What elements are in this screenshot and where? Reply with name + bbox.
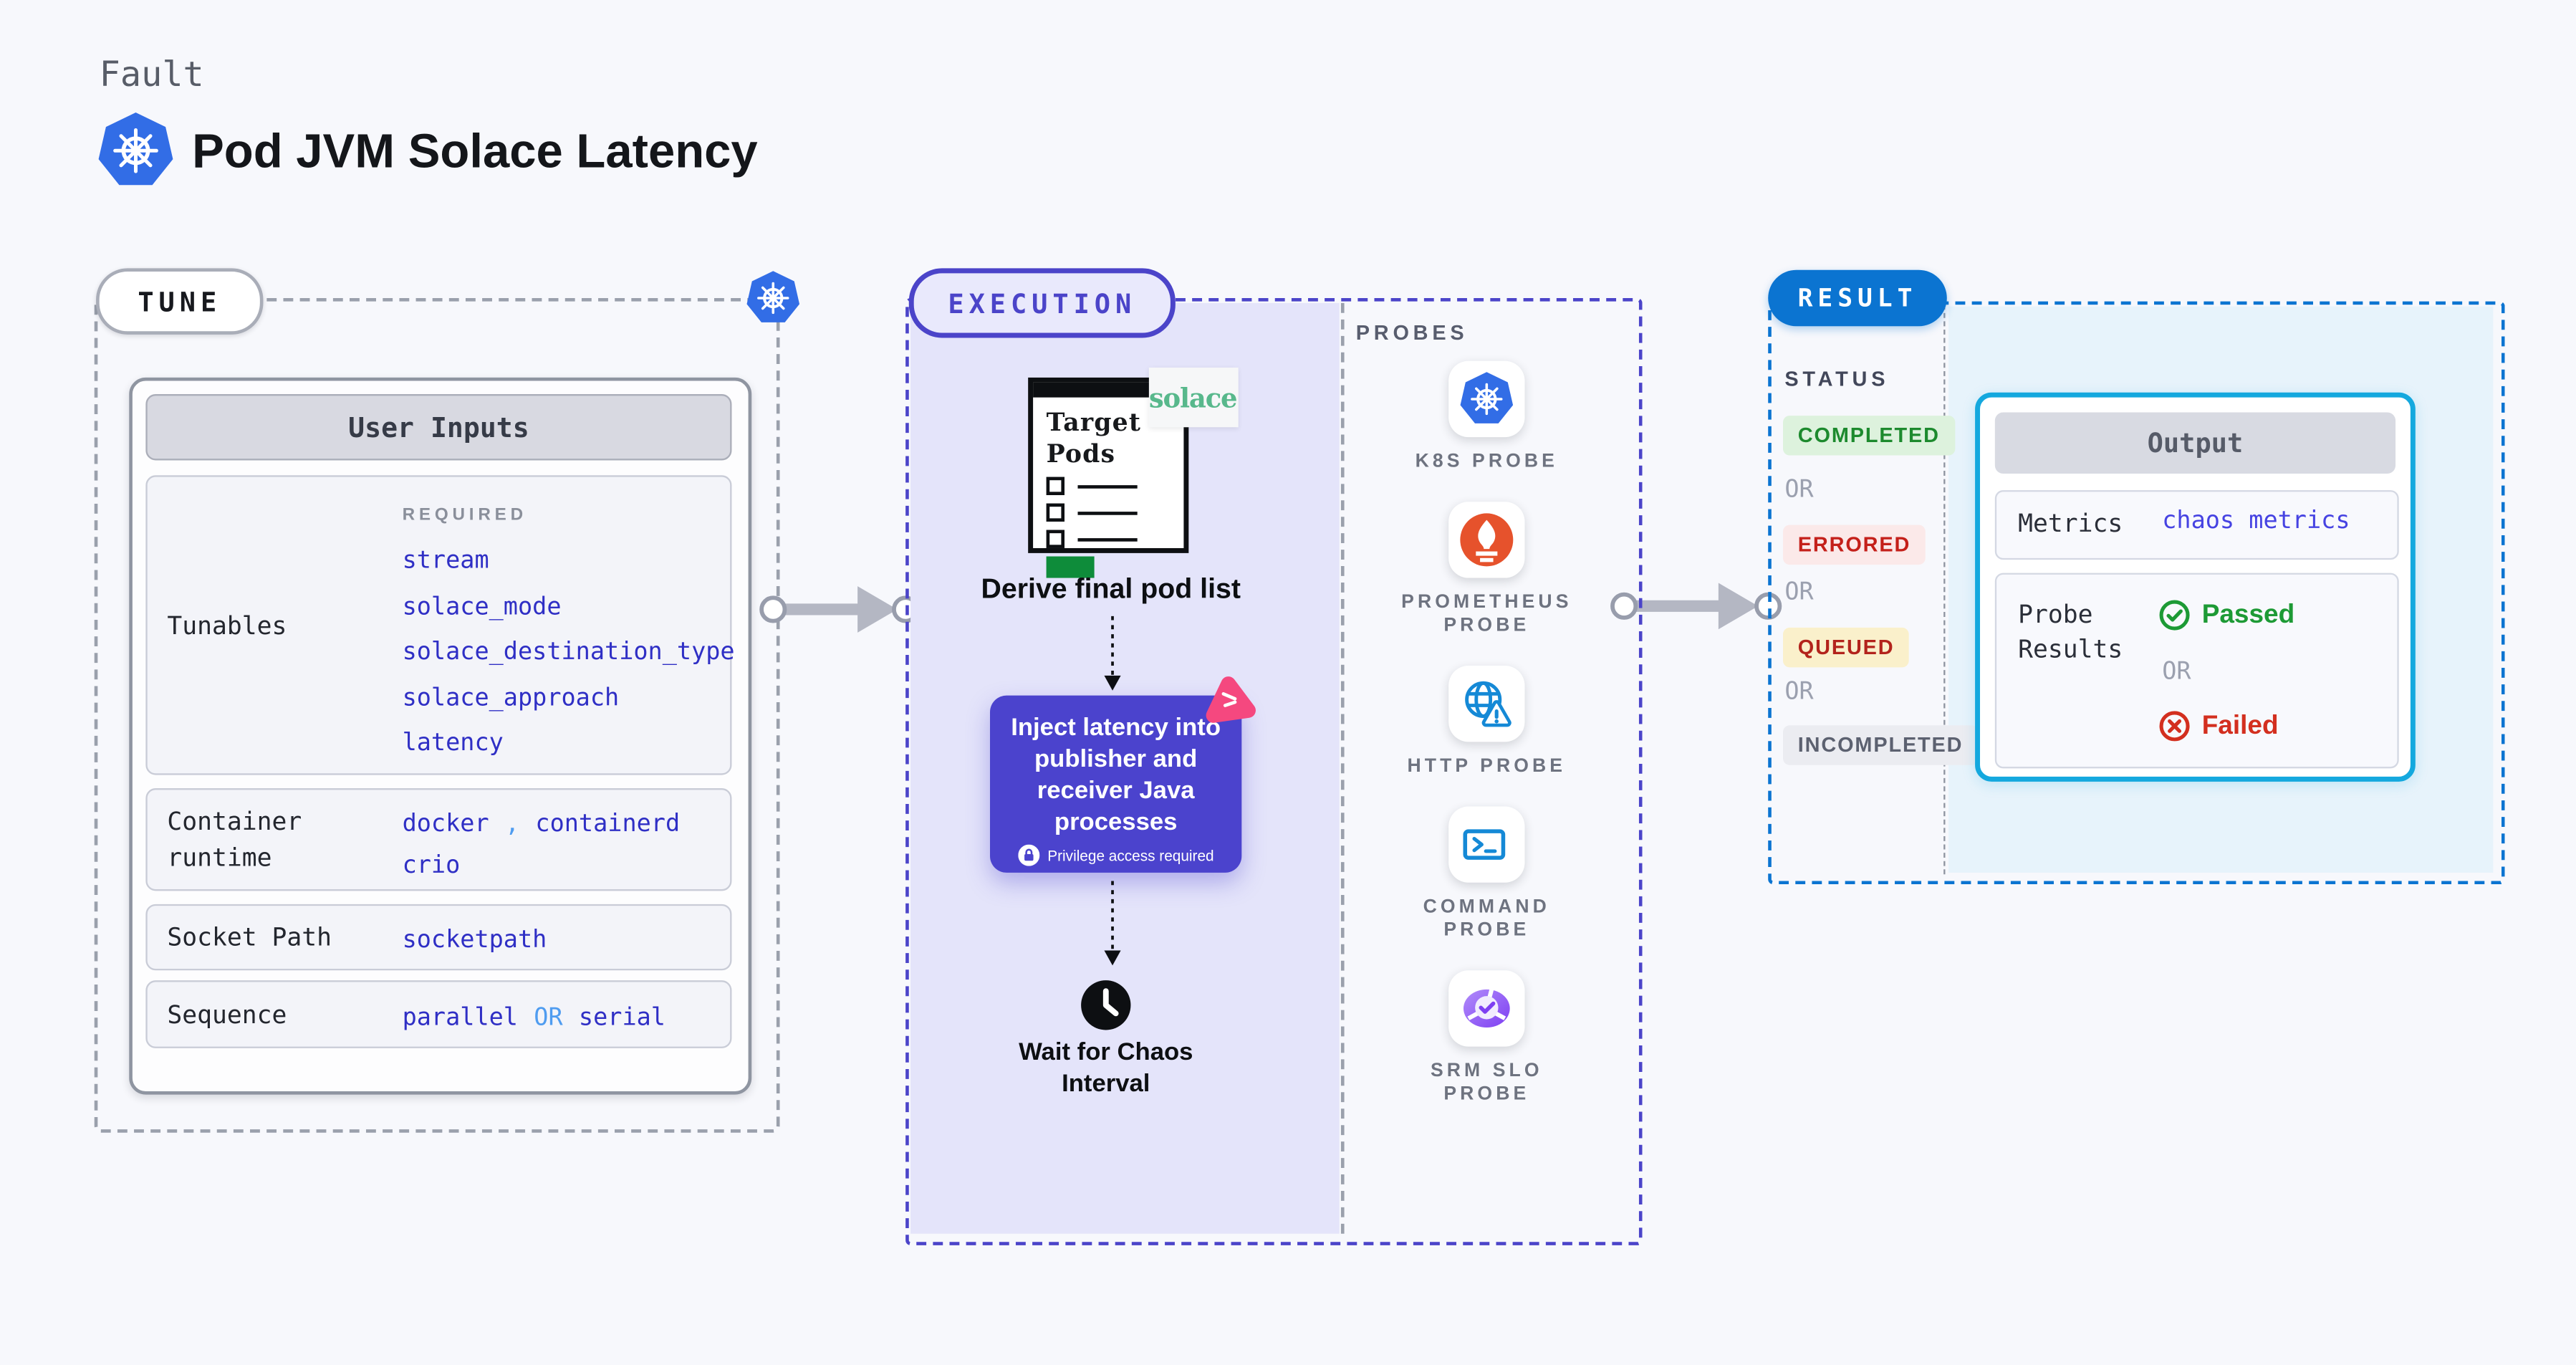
- probe-item-srm-slo: SRM SLO PROBE: [1394, 970, 1580, 1106]
- privilege-note: Privilege access required: [990, 844, 1241, 866]
- probes-section-label: PROBES: [1355, 321, 1469, 345]
- status-or-label: OR: [1784, 579, 1814, 606]
- kubernetes-icon: [745, 270, 802, 327]
- sequence-separator: OR: [534, 1005, 563, 1032]
- probe-or-label: OR: [2162, 658, 2191, 686]
- execution-badge: EXECUTION: [908, 268, 1176, 338]
- probe-results-label: Probe Results: [2018, 599, 2123, 664]
- container-runtime-label: Container runtime: [167, 806, 302, 873]
- metrics-value: chaos metrics: [2162, 508, 2350, 535]
- lock-icon: [1017, 844, 1039, 866]
- derive-pod-list-label: Derive final pod list: [981, 573, 1241, 605]
- container-runtime-values: docker , containerd: [403, 802, 681, 846]
- chaos-experiment-icon: [1206, 676, 1256, 723]
- status-divider: [1943, 305, 1946, 875]
- kubernetes-icon: [1458, 371, 1515, 428]
- tunables-label: Tunables: [167, 610, 287, 641]
- probe-passed-item: Passed: [2159, 600, 2294, 631]
- sequence-value: serial: [578, 1005, 666, 1032]
- status-badge-queued: QUEUED: [1783, 627, 1910, 668]
- probe-card: [1448, 666, 1525, 742]
- runtime-value: crio: [402, 853, 461, 880]
- tunable-value: stream: [402, 547, 489, 575]
- flow-connector-arrow: [1104, 881, 1121, 966]
- probe-item-prometheus: PROMETHEUS PROBE: [1394, 502, 1580, 638]
- tune-to-execution-arrow: [759, 586, 920, 633]
- tunables-values: stream solace_mode solace_destination_ty…: [403, 540, 735, 767]
- container-runtime-row: Container runtime docker , containerd cr…: [145, 788, 732, 891]
- runtime-separator: ,: [504, 811, 520, 838]
- socket-path-value: socketpath: [402, 927, 547, 954]
- required-label: REQUIRED: [402, 504, 527, 525]
- clock-icon: [1081, 980, 1131, 1030]
- tunable-value: solace_mode: [402, 593, 562, 621]
- execution-panel: [905, 297, 1643, 1245]
- pod-list-item: [1046, 530, 1184, 548]
- tune-badge: TUNE: [96, 268, 264, 335]
- status-or-label: OR: [1784, 476, 1814, 504]
- wait-chaos-interval-label: Wait for Chaos Interval: [1019, 1038, 1193, 1098]
- probe-item-command: COMMAND PROBE: [1394, 806, 1580, 942]
- probes-divider: [1340, 302, 1345, 1234]
- metrics-label: Metrics: [2018, 508, 2123, 539]
- tunable-value: solace_approach: [402, 684, 620, 712]
- result-badge: RESULT: [1768, 269, 1947, 327]
- runtime-value: docker: [402, 811, 489, 838]
- status-badge-incompleted: INCOMPLETED: [1783, 725, 1979, 765]
- inject-latency-step: Inject latency into publisher and receiv…: [990, 695, 1242, 873]
- tunables-row: Tunables REQUIRED stream solace_mode sol…: [145, 475, 735, 775]
- fault-category-label: Fault: [99, 54, 204, 95]
- user-inputs-header: User Inputs: [145, 394, 732, 461]
- sequence-row: Sequence parallel OR serial: [145, 980, 732, 1048]
- target-pods-button: [1046, 556, 1095, 578]
- probe-card: [1448, 502, 1525, 578]
- target-pods-title: Target Pods: [1046, 407, 1142, 469]
- sequence-label: Sequence: [167, 999, 287, 1030]
- probe-card: [1448, 806, 1525, 883]
- prometheus-icon: [1460, 513, 1514, 567]
- sequence-value: parallel: [402, 1005, 518, 1032]
- status-or-label: OR: [1784, 679, 1814, 706]
- probe-card: [1448, 970, 1525, 1047]
- pod-list-item: [1046, 503, 1184, 522]
- probe-card: [1448, 360, 1525, 438]
- probe-failed-item: Failed: [2159, 710, 2279, 742]
- page-title: Pod JVM Solace Latency: [192, 125, 758, 179]
- status-badge-errored: ERRORED: [1783, 525, 1926, 565]
- status-section-label: STATUS: [1784, 368, 1890, 391]
- check-circle-icon: [2159, 600, 2190, 631]
- output-header: Output: [1994, 412, 2396, 474]
- status-badge-completed: COMPLETED: [1783, 416, 1955, 456]
- globe-warning-icon: [1465, 681, 1512, 727]
- flow-connector-arrow: [1104, 616, 1121, 691]
- sequence-values: parallel OR serial: [403, 995, 665, 1040]
- solace-logo: solace: [1149, 368, 1239, 428]
- donut-check-icon: [1463, 989, 1510, 1028]
- probe-results-row: Probe Results Passed OR Failed: [1994, 573, 2399, 769]
- metrics-row: Metrics chaos metrics: [1994, 490, 2399, 560]
- kubernetes-icon: [96, 111, 176, 191]
- probe-item-k8s: K8S PROBE: [1394, 360, 1580, 474]
- pod-list-item: [1046, 476, 1184, 496]
- socket-path-label: Socket Path: [167, 922, 332, 952]
- tune-panel: [94, 297, 780, 1133]
- inject-latency-label: Inject latency into publisher and receiv…: [1011, 714, 1221, 837]
- target-pods-titlebar: [1033, 382, 1184, 398]
- runtime-value: containerd: [535, 811, 681, 838]
- probes-list: K8S PROBE PROMETHEUS PROBE: [1371, 360, 1603, 1106]
- x-circle-icon: [2159, 711, 2190, 742]
- tunable-value: solace_destination_type: [402, 639, 735, 666]
- result-panel: [1768, 301, 2505, 885]
- socket-path-row: Socket Path socketpath: [145, 904, 732, 971]
- terminal-icon: [1463, 829, 1506, 860]
- tunable-value: latency: [402, 730, 504, 757]
- probe-item-http: HTTP PROBE: [1394, 666, 1580, 778]
